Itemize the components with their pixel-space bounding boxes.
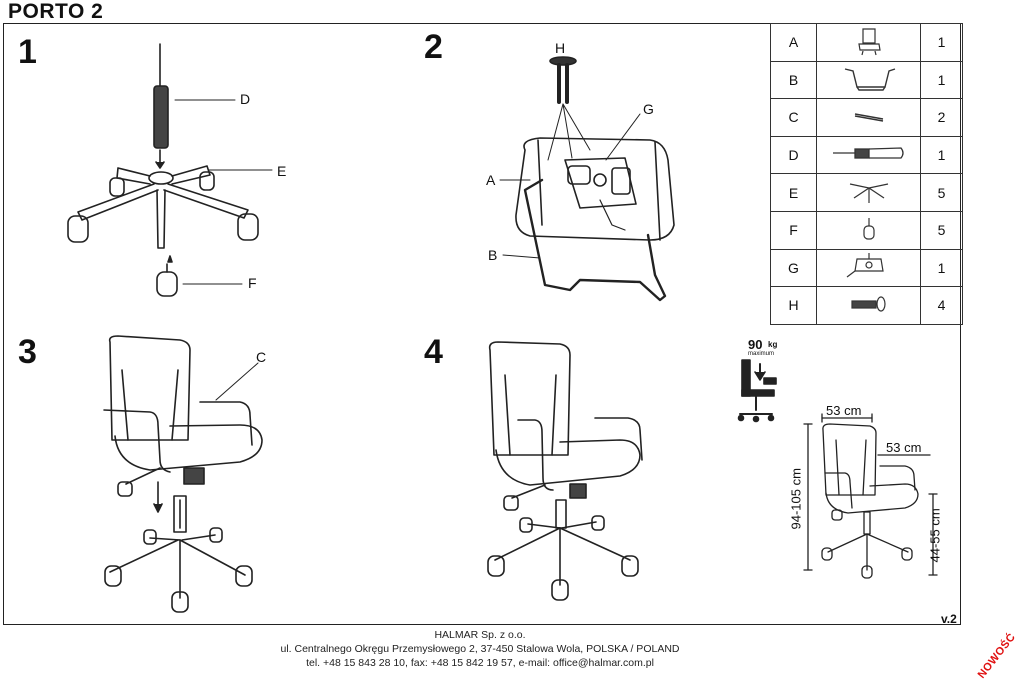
max-load-value: 90: [748, 337, 763, 352]
armrest-bar-icon: [854, 113, 883, 122]
footer-address: ul. Centralnego Okręgu Przemysłowego 2, …: [280, 643, 680, 655]
part-letter: E: [770, 173, 817, 212]
dimension-chair-illustration: [803, 413, 938, 579]
callout-d: D: [240, 91, 251, 107]
max-load-icon: [737, 359, 777, 423]
part-quantity: 1: [920, 248, 963, 288]
document-title: PORTO 2: [8, 0, 104, 23]
step-3-armrest-assembly-illustration: [103, 335, 263, 613]
dimension-width: 53 cm: [826, 403, 862, 418]
part-quantity: 5: [920, 210, 963, 250]
callout-b: B: [488, 247, 498, 263]
step-1-base-assembly-illustration: [67, 43, 273, 297]
footer-contact: tel. +48 15 843 28 10, fax: +48 15 842 1…: [306, 657, 654, 669]
callout-a: A: [486, 172, 496, 188]
part-quantity: 5: [920, 173, 963, 212]
part-letter: D: [770, 135, 817, 175]
table-row: G 1: [770, 248, 963, 288]
callout-h: H: [555, 40, 566, 56]
parts-table: A 1 B 1 C 2: [770, 23, 963, 325]
callout-f: F: [248, 275, 257, 291]
table-row: D 1: [770, 135, 963, 175]
max-load-label: maximum: [748, 351, 775, 357]
part-letter: C: [770, 98, 817, 137]
table-row: A 1: [770, 23, 963, 62]
part-quantity: 4: [920, 286, 963, 325]
star-base-icon: [849, 183, 888, 204]
armrest-frame-icon: [844, 68, 895, 92]
step-3-number: 3: [18, 333, 37, 371]
step-4-assembled-chair-illustration: [487, 341, 643, 601]
part-quantity: 1: [920, 23, 963, 62]
step-4-number: 4: [424, 333, 443, 371]
table-row: E 5: [770, 173, 963, 212]
dimension-seat-height: 44-55 cm: [927, 508, 943, 563]
part-letter: B: [770, 60, 817, 100]
step-2-seat-mechanism-illustration: [499, 56, 675, 302]
table-row: B 1: [770, 60, 963, 100]
document-version: v.2: [941, 612, 957, 626]
table-row: C 2: [770, 98, 963, 137]
tilt-mechanism-icon: [846, 253, 884, 278]
gas-lift-icon: [832, 146, 904, 159]
table-row: H 4: [770, 286, 963, 325]
part-quantity: 1: [920, 60, 963, 100]
step-1-number: 1: [18, 33, 37, 71]
seat-backrest-icon: [857, 28, 881, 55]
part-letter: F: [770, 210, 817, 250]
dimension-depth: 53 cm: [886, 440, 922, 455]
part-letter: H: [770, 286, 817, 325]
table-row: F 5: [770, 210, 963, 250]
part-quantity: 2: [920, 98, 963, 137]
dimension-height: 94-105 cm: [788, 468, 804, 530]
part-quantity: 1: [920, 135, 963, 175]
part-letter: A: [770, 23, 817, 62]
max-load-unit: kg: [768, 340, 778, 349]
screw-icon: [850, 296, 886, 312]
footer-company: HALMAR Sp. z o.o.: [434, 629, 526, 641]
castor-icon: [862, 217, 875, 240]
callout-c: C: [256, 349, 267, 365]
callout-e: E: [277, 163, 287, 179]
part-letter: G: [770, 248, 817, 288]
callout-g: G: [643, 101, 654, 117]
step-2-number: 2: [424, 28, 443, 66]
